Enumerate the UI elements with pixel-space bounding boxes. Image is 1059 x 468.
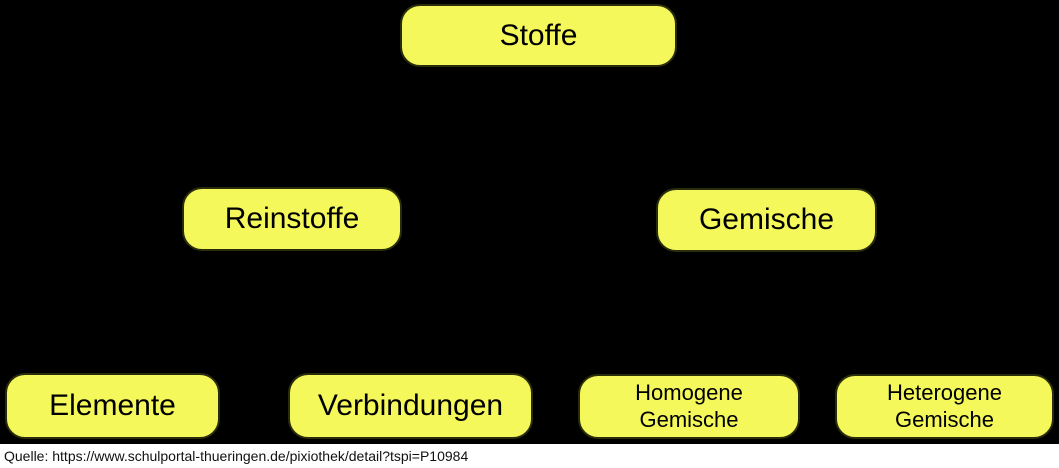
node-elemente-label: Elemente <box>49 389 176 422</box>
node-heterogene-gemische: Heterogene Gemische <box>835 374 1054 439</box>
source-caption-text: Quelle: https://www.schulportal-thuering… <box>4 448 469 464</box>
node-homogene-gemische: Homogene Gemische <box>578 374 800 439</box>
node-heterogene-gemische-label: Heterogene Gemische <box>887 380 1002 432</box>
node-stoffe-label: Stoffe <box>499 18 578 52</box>
node-gemische: Gemische <box>656 188 877 252</box>
node-gemische-label: Gemische <box>698 203 835 236</box>
node-verbindungen: Verbindungen <box>288 373 533 439</box>
node-elemente: Elemente <box>5 373 220 439</box>
node-verbindungen-label: Verbindungen <box>317 389 504 422</box>
source-caption-bar: Quelle: https://www.schulportal-thuering… <box>0 444 1059 468</box>
node-reinstoffe-label: Reinstoffe <box>224 202 360 235</box>
node-reinstoffe: Reinstoffe <box>182 187 402 251</box>
node-homogene-gemische-label: Homogene Gemische <box>635 380 743 432</box>
node-stoffe: Stoffe <box>400 4 677 67</box>
